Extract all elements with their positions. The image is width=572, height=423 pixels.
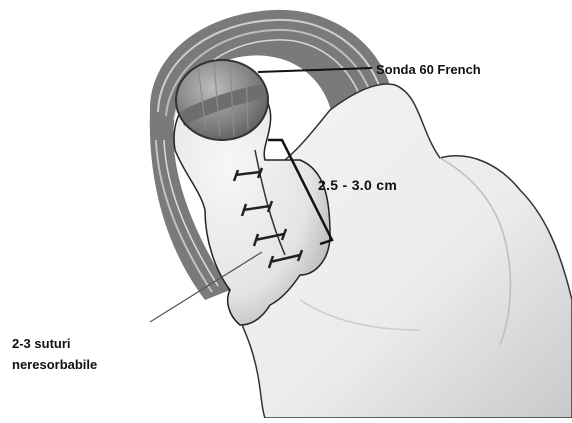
sutures-label-line1: 2-3 suturi (12, 333, 97, 354)
sutures-label: 2-3 suturi neresorbabile (12, 333, 97, 375)
probe-label: Sonda 60 French (376, 62, 481, 77)
probe-tip (176, 60, 268, 140)
measurement-label: 2.5 - 3.0 cm (318, 177, 397, 193)
sutures-label-line2: neresorbabile (12, 354, 97, 375)
